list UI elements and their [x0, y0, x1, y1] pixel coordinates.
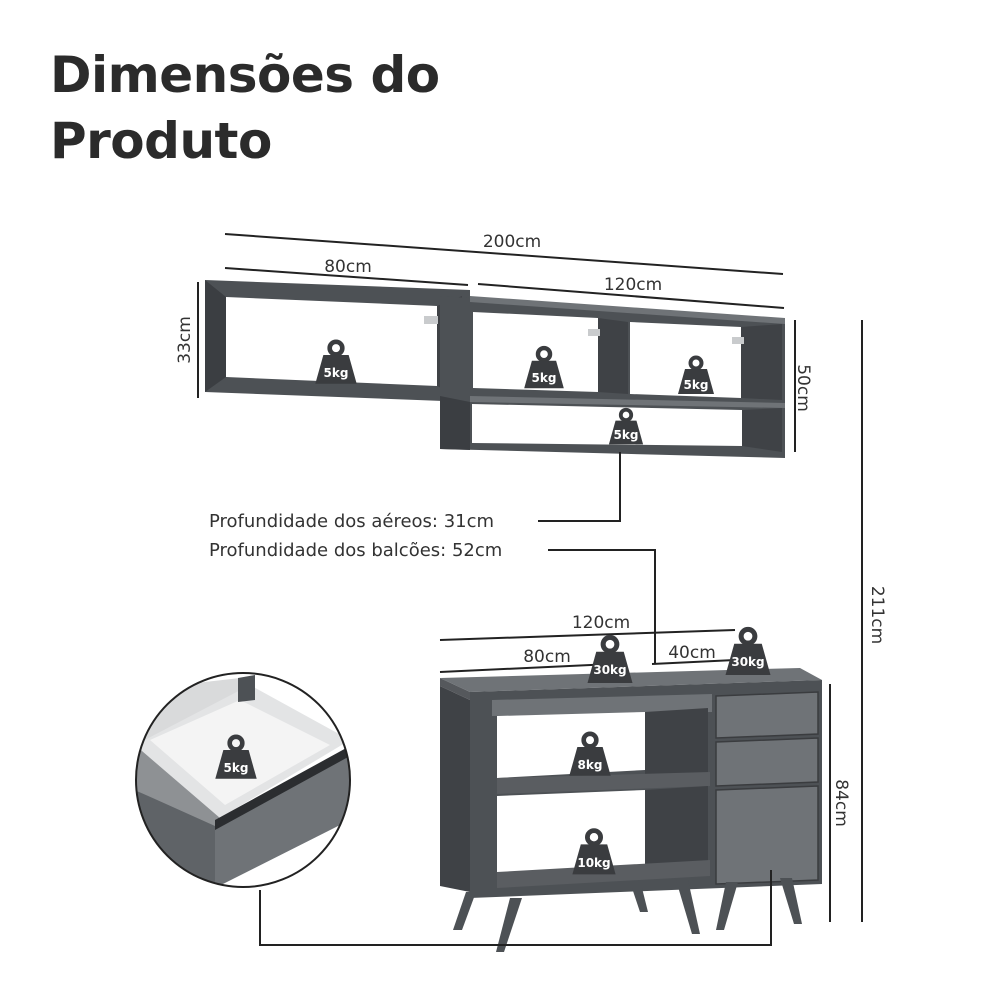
upper-right-interior-right	[630, 322, 741, 398]
dim-upper-right-width: 120cm	[604, 275, 662, 295]
drawer-front	[215, 752, 350, 887]
weight-label-drawer: 5kg	[224, 761, 249, 775]
drawer-1	[715, 691, 819, 739]
title-line-1: Dimensões do	[50, 46, 440, 104]
cabinet-door	[715, 785, 819, 885]
weight-label-upper-niche: 5kg	[614, 428, 639, 442]
dim-upper-left-height: 33cm	[175, 316, 195, 364]
base-upper-niche	[497, 712, 645, 778]
dimension-lines	[197, 233, 863, 946]
dim-base-total-width: 120cm	[572, 613, 630, 633]
leg	[453, 892, 476, 930]
weight-label-upper-mid: 5kg	[532, 371, 557, 385]
dim-upper-left-width: 80cm	[324, 257, 372, 277]
drawer-detail	[135, 672, 351, 888]
weight-label-base-left-top: 30kg	[593, 663, 626, 677]
leg	[632, 888, 648, 912]
dim-base-left-width: 80cm	[523, 647, 571, 667]
weight-label-upper-right: 5kg	[684, 378, 709, 392]
dim-upper-total-width: 200cm	[483, 232, 541, 252]
weight-label-upper-left: 5kg	[324, 366, 349, 380]
dim-upper-right-height: 50cm	[793, 364, 813, 412]
drawer-2	[715, 737, 819, 787]
leg	[496, 898, 522, 952]
weight-label-base-upper-shelf: 8kg	[578, 758, 603, 772]
dim-base-height: 84cm	[831, 779, 851, 827]
dim-base-right-width: 40cm	[668, 643, 716, 663]
page-title: Dimensões do Produto	[50, 42, 440, 174]
info-upper-depth: Profundidade dos aéreos: 31cm	[209, 511, 494, 532]
weight-label-base-right-top: 30kg	[731, 655, 764, 669]
base-lower-niche	[497, 790, 645, 876]
title-line-2: Produto	[50, 112, 272, 170]
info-base-depth: Profundidade dos balcões: 52cm	[209, 540, 502, 561]
base-cabinet	[440, 668, 822, 952]
leg	[780, 878, 802, 924]
leg	[676, 880, 700, 934]
upper-bottom-niche	[472, 404, 742, 446]
leg	[716, 882, 738, 930]
upper-right-interior-left	[473, 312, 598, 392]
weight-label-base-lower-shelf: 10kg	[577, 856, 610, 870]
dim-total-height: 211cm	[867, 586, 887, 644]
